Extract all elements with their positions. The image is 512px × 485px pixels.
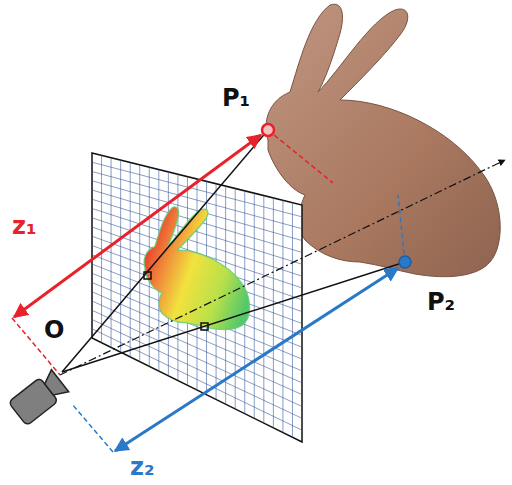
ray-line — [62, 130, 268, 372]
origin-label: O — [44, 318, 64, 342]
pixel-square — [201, 323, 208, 330]
pixel-square — [144, 272, 151, 279]
ray-line — [62, 262, 405, 372]
point-marker — [399, 256, 411, 268]
grid-line — [92, 320, 302, 419]
depth-arrow — [14, 135, 261, 317]
point-label: P₂ — [427, 290, 455, 314]
depth-arrow — [115, 268, 398, 451]
depth-label: z₂ — [130, 455, 154, 479]
depth-image — [144, 207, 249, 330]
projection-line — [72, 404, 113, 452]
point-marker — [262, 124, 274, 136]
point-label: P₁ — [222, 86, 250, 110]
camera-icon — [8, 369, 69, 426]
projection-line — [398, 195, 405, 262]
depth-label: z₁ — [12, 214, 36, 238]
projection-line — [268, 130, 333, 183]
